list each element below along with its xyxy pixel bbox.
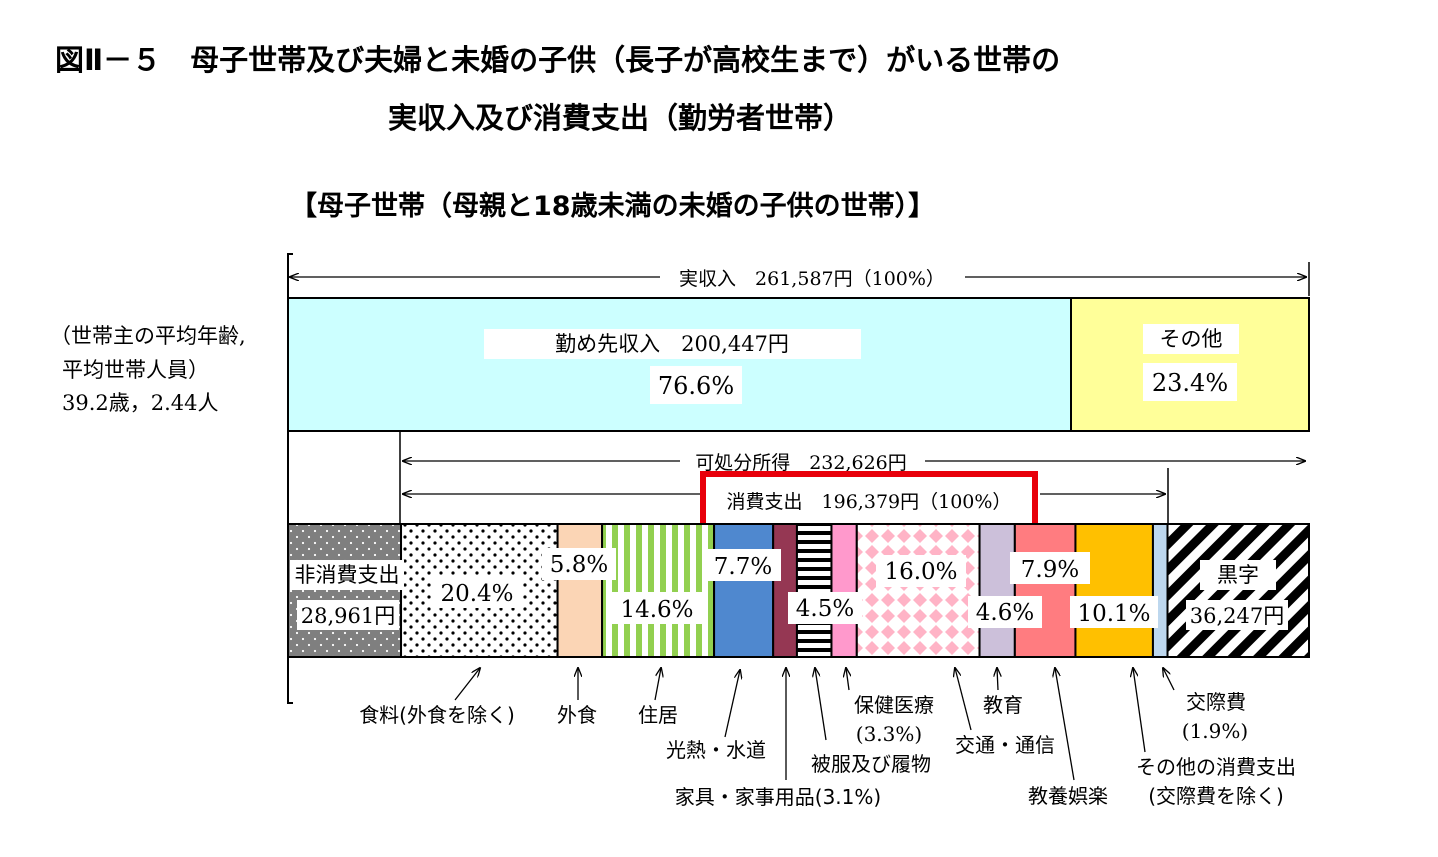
label-culture-percent: 7.9% [1021,557,1079,583]
other-income-percent: 23.4% [1152,369,1228,397]
consumption-highlight-box [700,471,1038,529]
non-consumption-value: 28,961円 [301,604,395,628]
other-income-name: その他 [1160,327,1223,351]
chart-title-line1: 図Ⅱ－５ 母子世帯及び夫婦と未婚の子供（長子が高校生まで）がいる世帯の [55,43,1060,77]
callout-arrow-education [997,668,998,691]
surplus-value: 36,247円 [1190,604,1284,628]
label-fuel-percent: 7.7% [714,554,772,580]
left-bracket [287,253,293,704]
callout-arrow-medical [846,668,849,691]
callout-arrow-housing [654,668,661,701]
cat-label-social-1: 交際費 [1186,690,1246,714]
callout-arrows [454,668,1175,781]
bar-surplus [1166,523,1311,658]
bar-furniture [772,523,798,658]
other-income-name-bg [1143,324,1239,354]
callout-arrow-other [1133,668,1146,753]
bar-clothing [795,523,833,658]
callout-arrow-culture [1055,668,1075,781]
consumption-arrow-label: 消費支出 196,379円（100%） [727,491,1012,513]
employment-label-bg [484,329,861,359]
bar-other-consumption [1074,523,1154,658]
bar-non-consumption [287,523,403,658]
cat-label-fuel: 光熱・水道 [666,738,766,762]
household-info-line2: 平均世帯人員） [62,358,209,382]
non-consumption-name: 非消費支出 [295,563,400,587]
label-housing-percent: 14.6% [620,597,693,623]
cat-label-medical-2: (3.3%) [856,722,922,746]
chart-subtitle: 【母子世帯（母親と18歳未満の未婚の子供の世帯）】 [290,190,935,222]
callout-arrow-social [1163,668,1175,691]
bar-eating-out [556,523,604,658]
household-info-line1: （世帯主の平均年齢, [50,324,246,348]
callout-arrow-clothing [815,668,827,741]
disposable-arrow-label: 可処分所得 232,626円 [695,452,907,474]
callout-arrow-food [454,668,480,701]
expenditure-labels: 非消費支出 28,961円 20.4% 5.8% 14.6% 7.7% 4.5%… [290,548,1288,630]
label-education-percent: 4.6% [976,600,1034,626]
cat-label-medical-1: 保健医療 [854,693,934,717]
callout-arrow-transport [955,668,972,731]
employment-name-value: 勤め先収入 200,447円 [555,332,789,356]
cat-label-other-2: (交際費を除く) [1148,784,1284,808]
bar-medical [830,523,858,658]
bar-social-expenses [1151,523,1169,658]
cat-label-clothing: 被服及び履物 [811,752,931,776]
income-arrow-label: 実収入 261,587円（100%） [679,268,945,290]
bar-fuel-light-water [713,523,775,658]
chart-title-line2: 実収入及び消費支出（勤労者世帯） [388,101,852,135]
cat-label-food: 食料(外食を除く) [359,703,515,727]
bar-employment-income [287,297,1072,432]
label-eating-out-percent: 5.8% [550,552,608,578]
other-income-percent-bg [1143,363,1237,401]
label-clothing-percent: 4.5% [796,596,854,622]
cat-label-social-2: (1.9%) [1182,719,1248,743]
expenditure-bar [287,523,1311,658]
label-food-percent: 20.4% [440,581,513,607]
cat-label-education: 教育 [983,693,1023,717]
surplus-name: 黒字 [1217,563,1259,587]
cat-label-eating-out: 外食 [557,703,597,727]
employment-percent: 76.6% [658,372,734,400]
bar-culture-recreation [1013,523,1077,658]
bar-housing [601,523,716,658]
cat-label-culture: 教養娯楽 [1028,784,1108,808]
cat-label-transport: 交通・通信 [955,733,1055,757]
label-other-consumption-percent: 10.1% [1077,601,1150,627]
household-info-line3: 39.2歳，2.44人 [62,391,219,415]
employment-percent-bg [650,366,742,404]
callout-arrow-fuel [724,670,740,738]
cat-label-furniture: 家具・家事用品(3.1%) [675,785,881,809]
cat-label-other-1: その他の消費支出 [1136,755,1296,779]
cat-label-housing: 住居 [638,703,678,727]
bar-transport-communication [855,523,981,658]
label-transport-percent: 16.0% [884,559,957,585]
bar-education [978,523,1016,658]
